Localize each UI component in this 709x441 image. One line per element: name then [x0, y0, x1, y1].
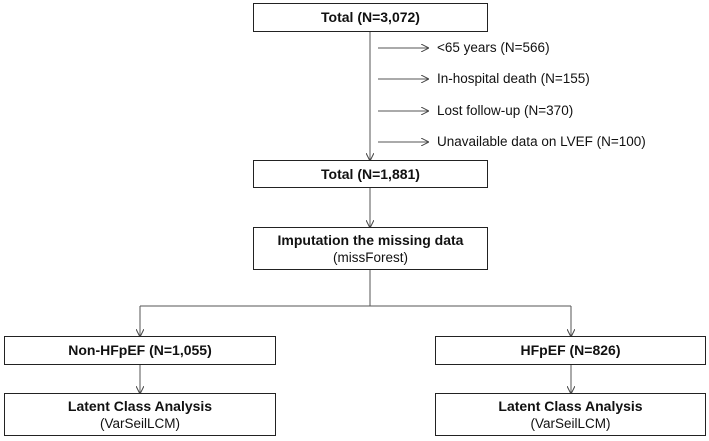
total-initial-label: Total (N=3,072): [321, 9, 420, 25]
hfpef-box: HFpEF (N=826): [435, 336, 706, 365]
exclusion-label-4: Unavailable data on LVEF (N=100): [437, 134, 646, 149]
exclusion-label-3: Lost follow-up (N=370): [437, 103, 574, 118]
imputation-box: Imputation the missing data (missForest): [253, 227, 488, 270]
lca-right-method: (VarSeilLCM): [530, 415, 611, 431]
imputation-title: Imputation the missing data: [277, 231, 464, 248]
imputation-method: (missForest): [333, 249, 408, 265]
lca-left-method: (VarSeilLCM): [99, 415, 180, 431]
non-hfpef-box: Non-HFpEF (N=1,055): [4, 336, 276, 365]
total-filtered-box: Total (N=1,881): [253, 160, 488, 188]
hfpef-label: HFpEF (N=826): [520, 342, 621, 358]
exclusion-label-2: In-hospital death (N=155): [437, 71, 590, 86]
lca-right-box: Latent Class Analysis (VarSeilLCM): [435, 393, 706, 436]
lca-left-title: Latent Class Analysis: [67, 397, 213, 414]
exclusion-label-1: <65 years (N=566): [437, 40, 550, 55]
total-initial-box: Total (N=3,072): [253, 3, 488, 32]
non-hfpef-label: Non-HFpEF (N=1,055): [68, 342, 212, 358]
lca-left-box: Latent Class Analysis (VarSeilLCM): [4, 393, 276, 436]
lca-right-title: Latent Class Analysis: [498, 397, 643, 414]
total-filtered-label: Total (N=1,881): [321, 165, 420, 182]
